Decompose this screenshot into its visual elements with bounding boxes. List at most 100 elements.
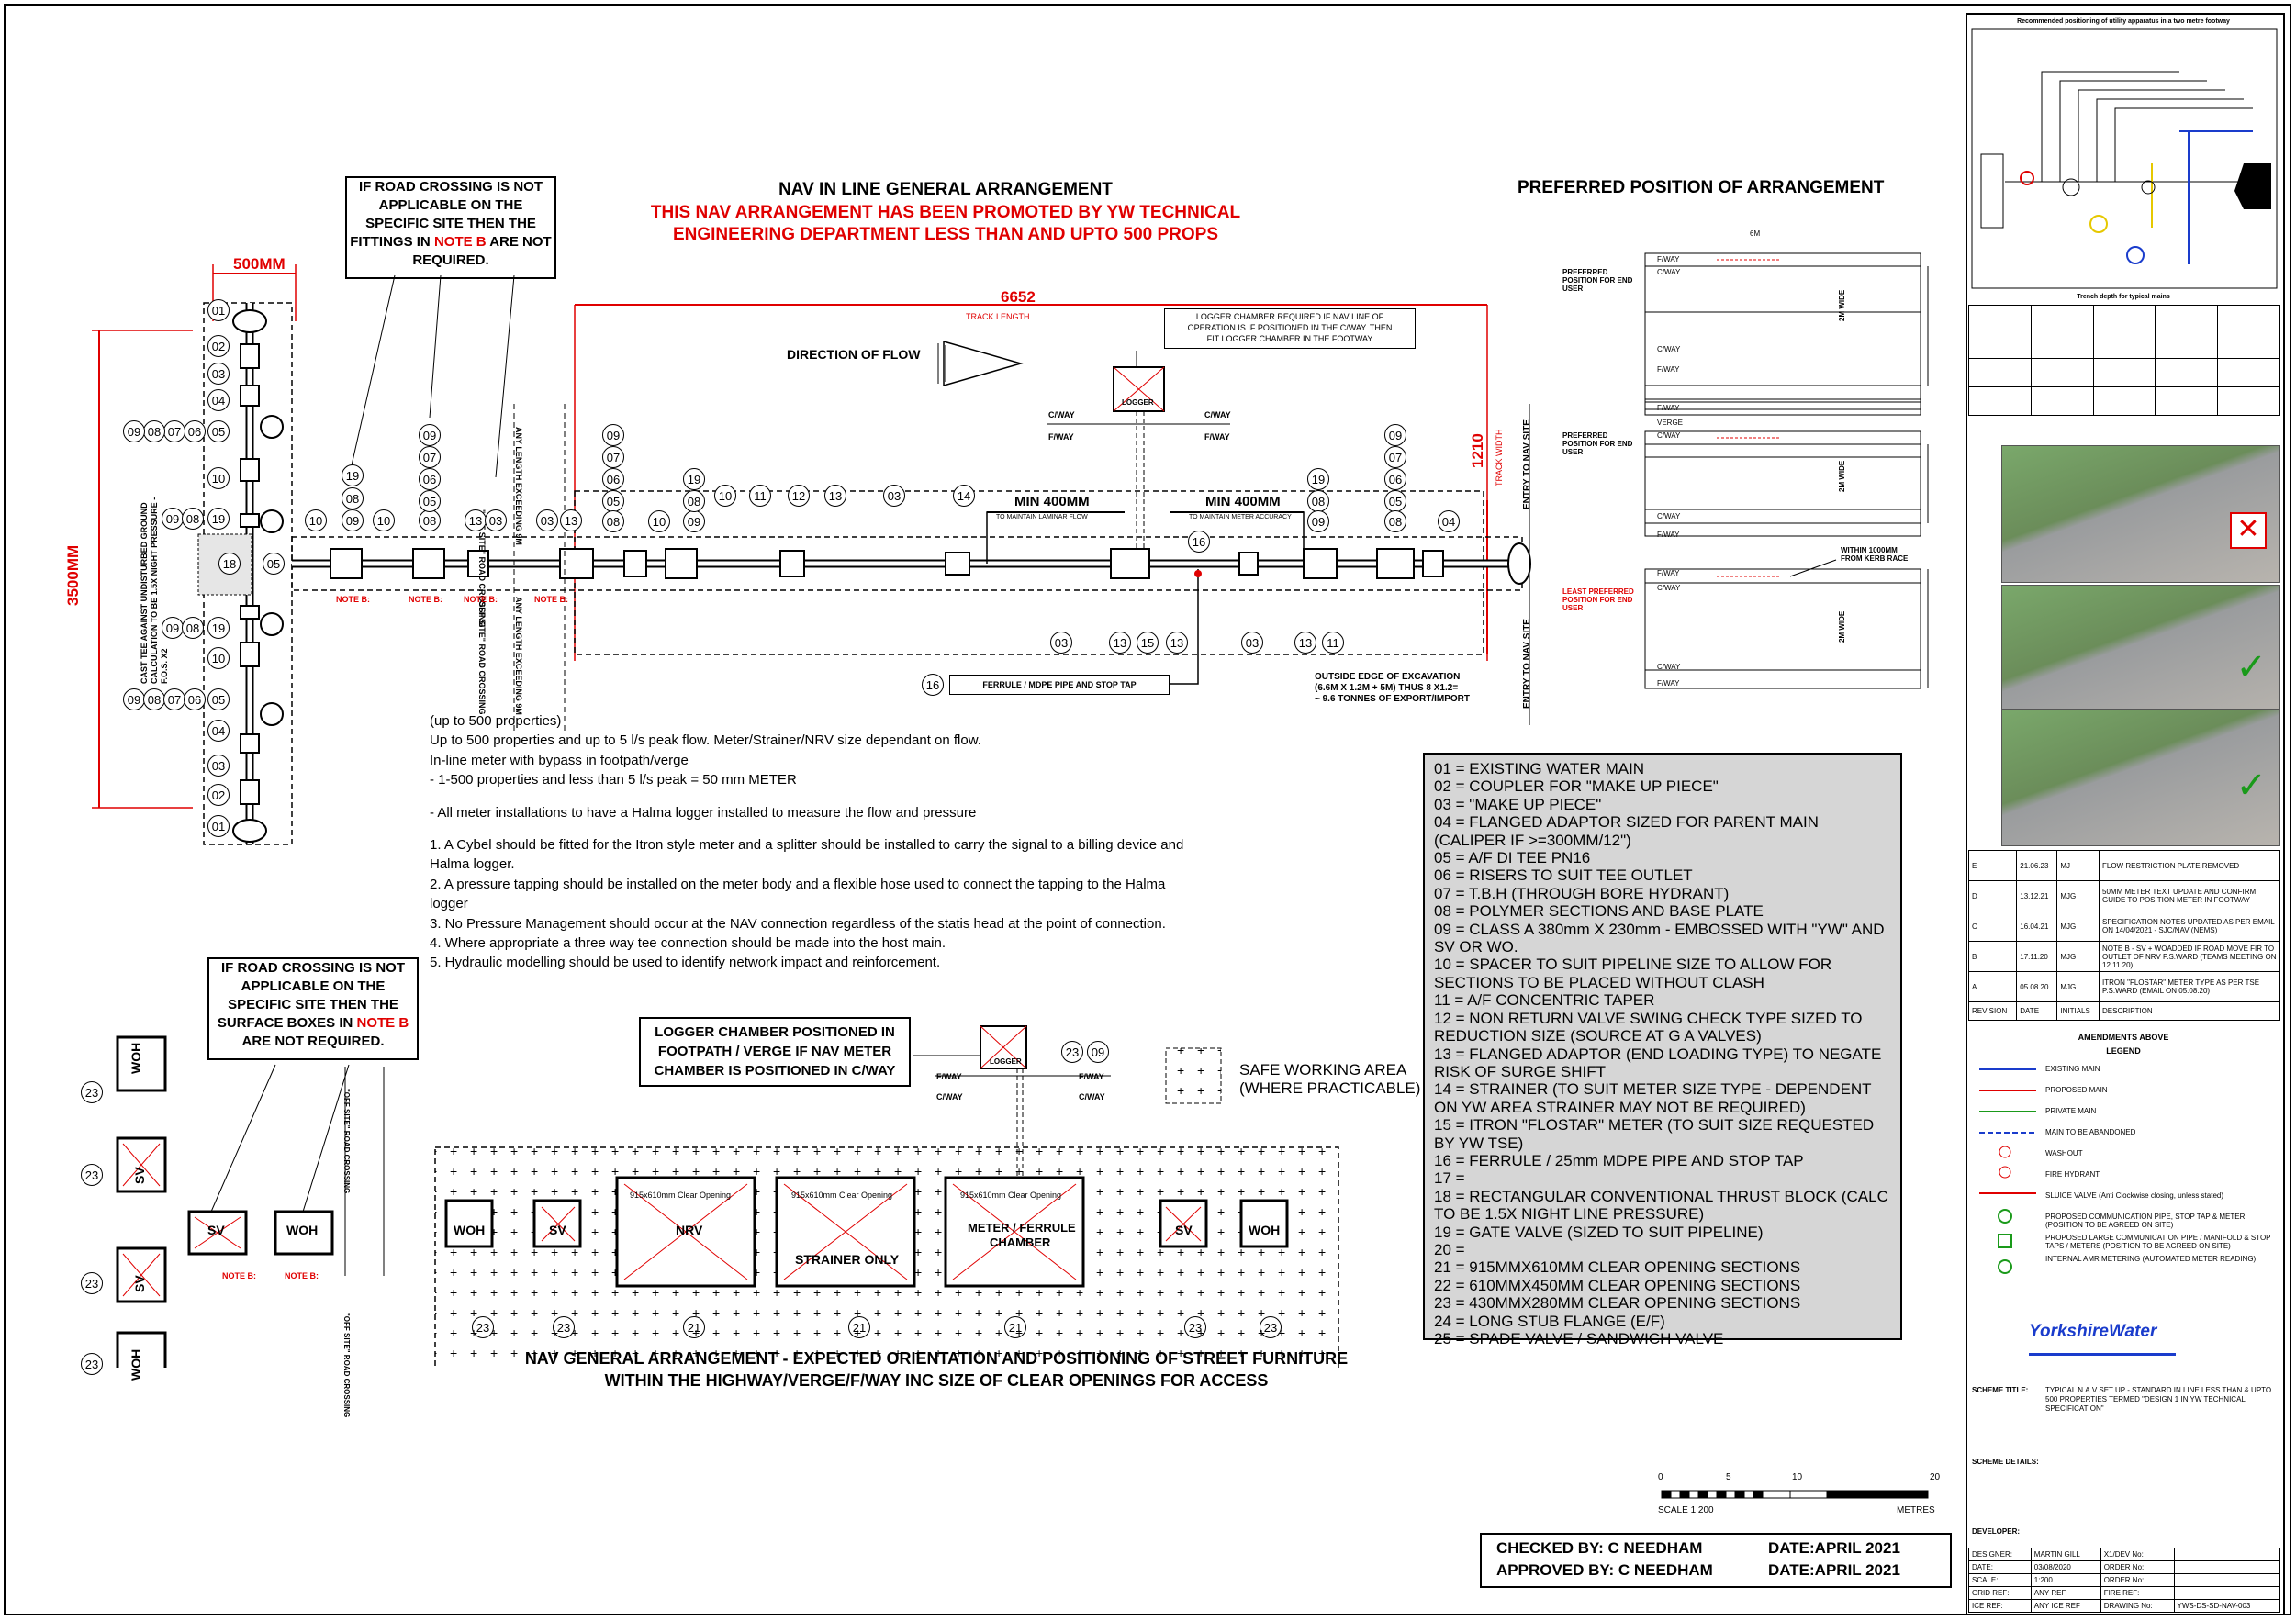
item-number-callout: 09 [683,510,705,532]
revision-cell: C [1967,911,2018,942]
item-number-callout: 10 [648,510,670,532]
item-number-callout: 05 [207,688,230,710]
key-entry: 23 = 430MMX280MM CLEAR OPENING SECTIONS [1434,1294,1801,1313]
revision-cell: B [1967,941,2018,972]
note-line: 4. Where appropriate a three way tee con… [430,935,946,952]
info-cell [2173,1573,2280,1587]
item-number-callout: 03 [485,509,507,531]
item-number-callout: 05 [263,553,285,575]
road-note-line: APPLICABLE ON THE [241,978,386,994]
revision-cell: 16.04.21 [2016,911,2058,942]
item-number-callout: 19 [683,468,705,490]
road-note-line: IF ROAD CROSSING IS NOT [358,179,543,195]
item-number-callout: 09 [1087,1041,1109,1063]
fway-label: F/WAY [1657,365,1680,374]
item-number-callout: 19 [207,508,230,530]
item-number-callout: 23 [81,1164,103,1186]
specification-notes: (up to 500 properties) Up to 500 propert… [430,711,1403,973]
item-number-callout: 08 [1307,490,1329,512]
item-number-callout: 07 [1384,446,1406,468]
item-number-callout: 09 [123,420,145,442]
signoff-box [1480,1533,1952,1588]
fway-label: F/WAY [1657,531,1680,539]
legend-label: EXISTING MAIN [2045,1065,2100,1073]
safe-area-line: (WHERE PRACTICABLE) [1239,1079,1421,1097]
title-line3: ENGINEERING DEPARTMENT LESS THAN AND UPT… [672,225,1218,244]
key-entry: 06 = RISERS TO SUIT TEE OUTLET [1434,866,1693,885]
note-b-label: NOTE B: [285,1271,319,1280]
revision-cell: A [1967,971,2018,1002]
item-number-callout: 13 [1294,632,1316,654]
logger-label: LOGGER [990,1057,1022,1066]
cway-label: C/WAY [1657,512,1681,520]
item-number-callout: 04 [1438,510,1460,532]
note-line: 2. A pressure tapping should be installe… [430,876,1166,892]
dim-track-length-label: TRACK LENGTH [966,312,1030,321]
woh-label: WOH [454,1223,486,1237]
item-number-callout: 09 [1384,424,1406,446]
info-cell: ORDER No: [2100,1573,2175,1587]
road-note-ref: NOTE B [356,1015,409,1031]
woh-label: WOH [129,1042,143,1074]
item-number-callout: 23 [81,1272,103,1294]
entry-nav-site: ENTRY TO NAV SITE [1522,419,1532,509]
note-line: logger [430,896,468,912]
amendments-label: AMENDMENTS ABOVE [2078,1033,2169,1042]
item-number-callout: 03 [1050,632,1072,654]
item-number-callout: 08 [182,508,204,530]
item-number-callout: 04 [207,389,230,411]
fway-label: F/WAY [1048,432,1074,442]
note-line: 5. Hydraulic modelling should be used to… [430,955,941,971]
item-number-callout: 18 [218,553,241,575]
revision-cell: 21.06.23 [2016,850,2058,881]
dim-track-width: 1210 [1469,433,1486,468]
revision-cell: ITRON "FLOSTAR" METER TYPE AS PER TSE P.… [2099,971,2280,1002]
width-label: 2M WIDE [1838,460,1846,492]
info-cell: FIRE REF: [2100,1586,2175,1600]
item-number-callout: 06 [602,468,624,490]
item-number-callout: 16 [922,674,944,696]
check-icon: ✓ [2235,647,2267,688]
item-number-callout: 08 [143,688,165,710]
road-note-line: SURFACE BOXES IN NOTE B [209,1014,417,1033]
ferrule-note: FERRULE / MDPE PIPE AND STOP TAP [949,675,1170,695]
revision-header-cell: INITIALS [2056,1001,2100,1021]
footway-apparatus-sketch [1971,28,2278,289]
fway-label: F/WAY [1204,432,1230,442]
item-number-callout: 11 [1322,632,1344,654]
fway-label: F/WAY [936,1072,962,1081]
item-number-callout: 05 [1384,490,1406,512]
woh-label: WOH [286,1223,319,1237]
item-number-callout: 19 [207,617,230,639]
scale-label: SCALE 1:200 [1658,1505,1714,1515]
item-number-callout: 02 [207,784,230,806]
note-line: - 1-500 properties and less than 5 l/s p… [430,772,797,788]
sv-label: SV [207,1223,225,1237]
info-cell: X1/DEV No: [2100,1548,2175,1561]
cway-label: C/WAY [1657,431,1681,440]
note-line: In-line meter with bypass in footpath/ve… [430,752,689,768]
logger2-line: LOGGER CHAMBER POSITIONED IN [655,1024,895,1040]
road-note-text: SURFACE BOXES IN [217,1015,357,1031]
item-number-callout: 09 [162,508,184,530]
note-line: 1. A Cybel should be fitted for the Itro… [430,837,1184,854]
fway-label: F/WAY [1657,569,1680,577]
revision-cell: MJG [2056,880,2100,911]
item-number-callout: 08 [683,490,705,512]
key-entry: 21 = 915MMX610MM CLEAR OPENING SECTIONS [1434,1258,1801,1277]
item-number-callout: 08 [602,510,624,532]
width-label: 2M WIDE [1838,610,1846,643]
item-number-callout: 09 [162,617,184,639]
scale-tick-0: 0 [1658,1472,1663,1482]
info-cell: GRID REF: [1968,1586,2032,1600]
revision-cell: 50MM METER TEXT UPDATE AND CONFIRM GUIDE… [2099,880,2280,911]
scale-tick-10: 10 [1792,1472,1803,1482]
sv-label: SV [549,1223,566,1237]
width-label: 2M WIDE [1838,289,1846,321]
note-line: Halma logger. [430,856,515,873]
note-b-label: NOTE B: [464,595,498,604]
revision-cell: E [1967,850,2018,881]
